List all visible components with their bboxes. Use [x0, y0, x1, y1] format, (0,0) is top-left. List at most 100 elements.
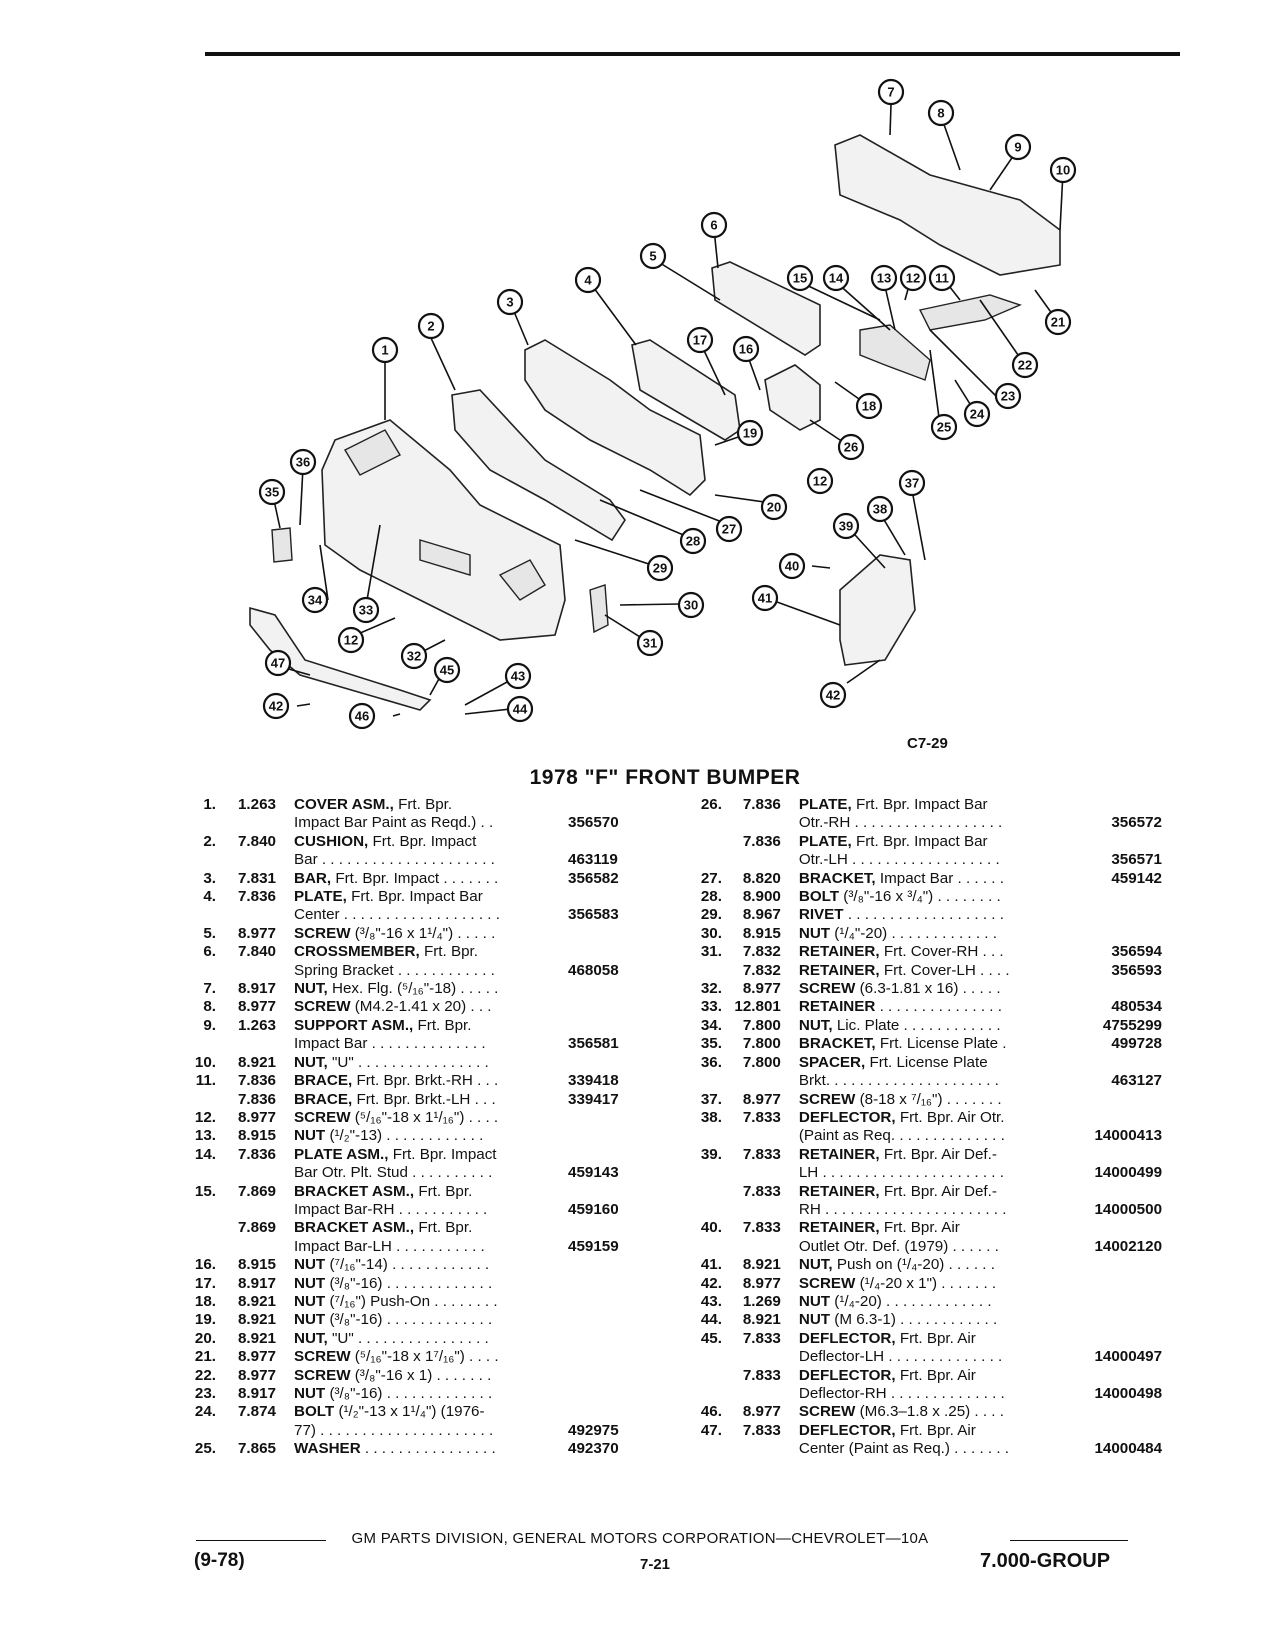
group-number — [216, 1164, 294, 1182]
part-number — [1054, 1275, 1162, 1293]
group-number: 7.836 — [742, 796, 781, 813]
parts-list-row: LH . . . . . . . . . . . . . . . . . . .… — [667, 1164, 1162, 1182]
svg-text:15: 15 — [793, 271, 807, 286]
item-number: 44. — [700, 1311, 722, 1329]
callout-38: 38 — [866, 495, 894, 523]
callout-12a: 12 — [899, 264, 927, 292]
group-number: 7.831 — [237, 869, 276, 887]
callout-46: 46 — [348, 702, 376, 730]
part-number: 459142 — [1111, 869, 1163, 887]
part-detail: "U" . . . . . . . . . . . . . . . . — [327, 1329, 489, 1347]
figure-id: C7-29 — [907, 735, 948, 752]
item-number: 12. — [194, 1108, 216, 1126]
parts-list-row: Impact Bar . . . . . . . . . . . . . .35… — [186, 1035, 656, 1053]
svg-text:39: 39 — [839, 519, 853, 534]
item-number: 34. — [700, 1016, 722, 1034]
part-description: SUPPORT ASM., Frt. Bpr. — [294, 1017, 564, 1035]
svg-text:20: 20 — [767, 500, 781, 515]
svg-text:24: 24 — [970, 407, 985, 422]
group-number: 8.915 — [237, 1256, 276, 1274]
part-description: SCREW (¹/₄-20 x 1") . . . . . . . — [799, 1275, 1054, 1293]
svg-text:9: 9 — [1014, 140, 1021, 155]
part-description: DEFLECTOR, Frt. Bpr. Air Otr. — [799, 1109, 1054, 1127]
svg-text:23: 23 — [1001, 389, 1015, 404]
svg-text:22: 22 — [1018, 358, 1032, 373]
group-number: 7.832 — [742, 961, 781, 979]
callout-43: 43 — [504, 662, 532, 690]
item-number — [667, 962, 722, 980]
impact-bar-bracket — [859, 324, 931, 381]
item-number: 11. — [195, 1072, 216, 1090]
item-number — [667, 1164, 722, 1182]
impact-bar-support — [834, 134, 1061, 276]
part-number — [1054, 1293, 1162, 1311]
part-detail: (⁷/₁₆"-14) . . . . . . . . . . . . — [325, 1256, 490, 1274]
part-number: 356571 — [1111, 851, 1163, 869]
part-description: Brkt. . . . . . . . . . . . . . . . . . … — [799, 1072, 1054, 1090]
callout-37: 37 — [898, 469, 926, 497]
part-number: 356572 — [1111, 814, 1163, 832]
front-bumper-cover — [321, 419, 566, 641]
part-number — [1054, 1422, 1162, 1440]
item-number: 5. — [203, 924, 216, 942]
part-name: SCREW — [798, 1090, 856, 1108]
callout-16: 16 — [732, 335, 760, 363]
part-description: SCREW (8-18 x ⁷/₁₆") . . . . . . . — [799, 1091, 1054, 1109]
callout-18: 18 — [855, 392, 883, 420]
svg-text:11: 11 — [935, 271, 949, 286]
callout-34: 34 — [301, 586, 329, 614]
part-detail: Frt. Bpr. Air — [895, 1421, 976, 1439]
item-number — [186, 851, 216, 869]
item-number: 21. — [194, 1348, 216, 1366]
part-name: DEFLECTOR, — [798, 1421, 896, 1439]
item-number: 26. — [700, 796, 722, 813]
callout-1: 1 — [371, 336, 399, 364]
part-number: 14000484 — [1094, 1440, 1163, 1458]
part-number — [564, 998, 648, 1016]
impact-bar-outer-plate — [764, 364, 821, 431]
part-number: 492370 — [568, 1440, 619, 1458]
callout-27: 27 — [715, 515, 743, 543]
top-rule — [205, 52, 1180, 56]
part-detail: Frt. Bpr. Air Otr. — [895, 1108, 1005, 1126]
item-number: 36. — [700, 1053, 722, 1071]
callout-36: 36 — [289, 448, 317, 476]
part-name: NUT — [294, 1292, 326, 1310]
group-number — [722, 814, 799, 832]
parts-list-row: Outlet Otr. Def. (1979) . . . . . .14002… — [667, 1238, 1162, 1256]
part-name: NUT, — [798, 1016, 833, 1034]
item-number: 43. — [700, 1292, 722, 1310]
part-detail: Frt. Bpr. Air Def.- — [879, 1182, 997, 1200]
callout-26: 26 — [837, 433, 865, 461]
part-description: PLATE ASM., Frt. Bpr. Impact — [294, 1146, 564, 1164]
item-number — [186, 1201, 216, 1219]
part-number — [564, 1275, 648, 1293]
part-number: 356593 — [1111, 961, 1163, 979]
part-description: RETAINER, Frt. Cover-LH . . . . — [799, 962, 1054, 980]
svg-text:12: 12 — [813, 474, 827, 489]
part-number: 14002120 — [1094, 1237, 1163, 1255]
part-description: RIVET . . . . . . . . . . . . . . . . . … — [799, 906, 1054, 924]
group-number — [216, 1201, 294, 1219]
part-number — [564, 1293, 648, 1311]
part-description: SCREW (³/₈"-16 x 1¹/₄") . . . . . — [294, 925, 564, 943]
part-detail: Frt. Bpr. Impact . . . . . . . — [331, 869, 499, 887]
part-description: BRACKET, Frt. License Plate . — [799, 1035, 1054, 1053]
svg-text:47: 47 — [271, 656, 285, 671]
part-name: DEFLECTOR, — [798, 1108, 896, 1126]
item-number: 29. — [700, 906, 722, 924]
group-number: 8.977 — [237, 924, 276, 942]
svg-text:42: 42 — [269, 699, 283, 714]
